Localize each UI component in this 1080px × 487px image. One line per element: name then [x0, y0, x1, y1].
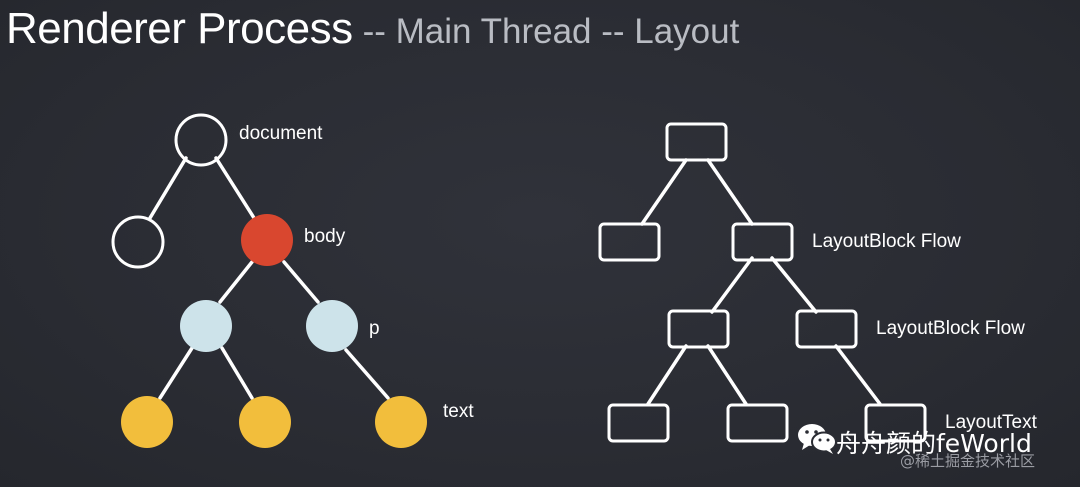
edge-body-p2 — [282, 260, 320, 304]
edge-p1-text1 — [158, 346, 194, 400]
edge-document-body — [214, 156, 256, 220]
node-document — [174, 113, 228, 167]
label-layouttext: LayoutText — [945, 412, 1038, 433]
edge-mid-left-a — [646, 344, 688, 406]
edge-mid-right-text — [834, 344, 882, 406]
edge-p1-text2 — [220, 346, 254, 400]
box-l1-block — [731, 222, 794, 262]
watermark-account: 舟舟颜的feWorld — [836, 429, 1032, 458]
box-l1-left — [598, 222, 661, 262]
dom-nodes — [111, 113, 427, 448]
edge-block-right — [770, 256, 818, 314]
node-head — [111, 215, 165, 269]
slide-title: Renderer Process-- Main Thread -- Layout — [6, 4, 739, 54]
node-text2 — [239, 396, 291, 448]
title-subtitle: -- Main Thread -- Layout — [362, 12, 740, 51]
title-main: Renderer Process — [6, 4, 353, 53]
watermark-site: @稀土掘金技术社区 — [900, 452, 1036, 470]
box-root — [665, 122, 728, 162]
edge-body-p1 — [218, 260, 254, 304]
edge-block-left — [710, 256, 754, 314]
node-text3 — [375, 396, 427, 448]
label-text: text — [443, 401, 474, 422]
edge-root-left — [640, 158, 688, 226]
box-l3-b — [726, 403, 789, 443]
node-body — [241, 214, 293, 266]
node-p2 — [306, 300, 358, 352]
edge-mid-left-b — [706, 344, 748, 406]
edge-p2-text3 — [344, 348, 390, 400]
layout-boxes — [598, 122, 927, 443]
node-p1 — [180, 300, 232, 352]
box-l3-a — [607, 403, 670, 443]
label-p: p — [369, 318, 380, 339]
box-l3-text — [864, 403, 927, 443]
wechat-icon — [798, 424, 837, 454]
label-layoutblock-flow-1: LayoutBlock Flow — [812, 231, 961, 252]
label-body: body — [304, 226, 346, 247]
label-document: document — [239, 123, 323, 144]
edge-root-block — [706, 158, 754, 226]
layout-tree — [640, 158, 882, 406]
node-text1 — [121, 396, 173, 448]
box-l2-left — [667, 309, 730, 349]
box-l2-block — [795, 309, 858, 349]
edge-document-left — [148, 156, 188, 220]
dom-tree — [148, 156, 390, 400]
label-layoutblock-flow-2: LayoutBlock Flow — [876, 318, 1025, 339]
